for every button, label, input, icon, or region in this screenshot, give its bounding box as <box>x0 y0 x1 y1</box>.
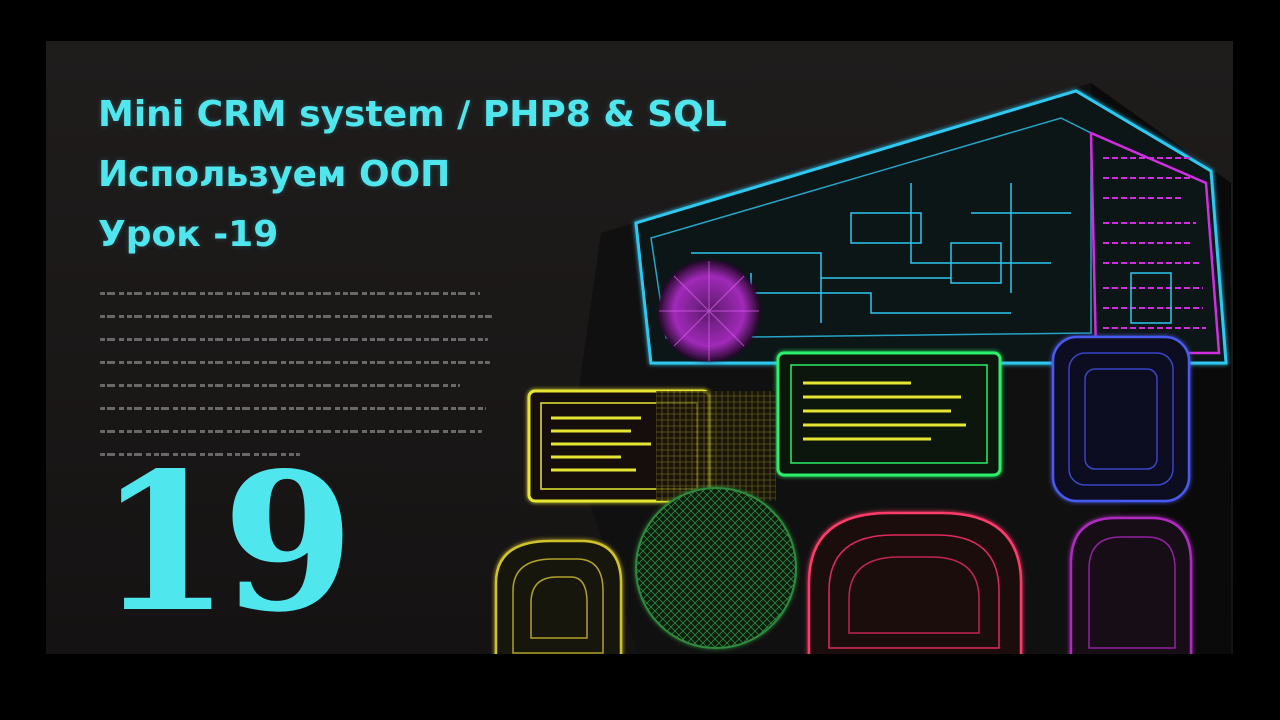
yellow-block <box>494 539 623 654</box>
lesson-number: 19 <box>98 431 354 654</box>
green-screen <box>776 351 1002 477</box>
thumbnail-frame: Mini CRM system / PHP8 & SQL Используем … <box>46 41 1233 654</box>
blue-panel <box>1051 335 1191 503</box>
illegible-text-block <box>100 292 492 476</box>
neon-server-illustration <box>494 83 1231 654</box>
yellow-mesh-cube <box>656 391 776 501</box>
title-block: Mini CRM system / PHP8 & SQL Используем … <box>98 85 727 265</box>
top-circuit-panel <box>634 89 1228 365</box>
green-mesh-sphere <box>635 487 797 649</box>
title-line-course: Mini CRM system / PHP8 & SQL <box>98 94 727 135</box>
magenta-block <box>1069 516 1193 654</box>
title-line-lesson: Урок -19 <box>98 214 279 255</box>
title-line-topic: Используем ООП <box>98 154 451 195</box>
pink-block <box>807 511 1023 654</box>
